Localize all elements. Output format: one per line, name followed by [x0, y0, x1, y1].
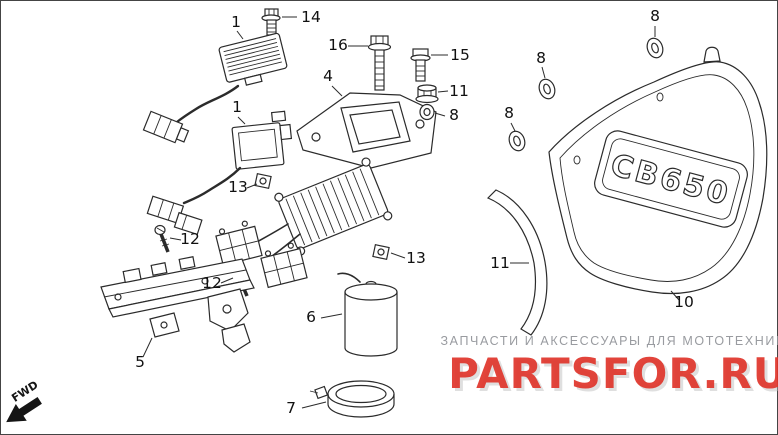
clamp-band-part [309, 380, 395, 418]
callout-16: 16 [328, 36, 348, 54]
side-cover-part: CB650 [548, 46, 768, 295]
callout-13: 13 [406, 249, 426, 267]
callout-12: 12 [202, 274, 222, 292]
nut-13-part [372, 243, 390, 261]
rectifier-part [142, 32, 288, 144]
callout-8: 8 [449, 106, 459, 124]
callout-8: 8 [650, 7, 660, 25]
callout-1: 1 [231, 13, 241, 31]
grommet-part [646, 37, 664, 59]
callout-4: 4 [323, 67, 333, 85]
callout-14: 14 [301, 8, 321, 26]
callout-1: 1 [232, 98, 242, 116]
callout-8: 8 [536, 49, 546, 67]
callout-15: 15 [450, 46, 470, 64]
grommet-part [419, 103, 435, 121]
arrow-left-icon [6, 397, 42, 423]
callouts: 1 14 16 4 15 11 8 1 13 12 12 13 5 6 7 8 … [135, 7, 694, 417]
condenser-part [337, 272, 398, 357]
connector-block [215, 220, 263, 266]
bracket-plate-part [296, 92, 437, 169]
fwd-arrow: FWD [6, 378, 42, 423]
connector-block [260, 242, 308, 289]
callout-11: 11 [490, 254, 510, 272]
grommet-part [538, 78, 556, 100]
relay-part [146, 110, 293, 236]
callout-13: 13 [228, 178, 248, 196]
callout-6: 6 [306, 308, 316, 326]
callout-10: 10 [674, 293, 694, 311]
leader-lines [142, 16, 680, 409]
wire-connector [142, 110, 190, 144]
watermark: ЗАПЧАСТИ И АКСЕССУАРЫ ДЛЯ МОТОТЕХНИКИ PA… [441, 334, 778, 401]
callout-7: 7 [286, 399, 296, 417]
callout-12: 12 [180, 230, 200, 248]
regulator-part [249, 157, 393, 260]
callout-8: 8 [504, 104, 514, 122]
callout-5: 5 [135, 353, 145, 371]
trim-strip-part [486, 189, 548, 336]
screw-12-part [154, 224, 170, 253]
bolt-16-part [367, 35, 392, 91]
callout-11: 11 [449, 82, 469, 100]
watermark-logo: PARTSFOR.RU [448, 349, 778, 398]
bolt-15-part [410, 48, 431, 82]
flange-nut-part [415, 84, 439, 104]
watermark-logo-shadow: PARTSFOR.RU [451, 352, 778, 401]
wire-connector [173, 211, 203, 236]
bolt-14-part [261, 8, 281, 36]
nut-13-part [254, 172, 272, 190]
mount-plate-part [100, 256, 255, 353]
grommet-part [508, 130, 526, 152]
watermark-tagline: ЗАПЧАСТИ И АКСЕССУАРЫ ДЛЯ МОТОТЕХНИКИ [441, 334, 778, 348]
